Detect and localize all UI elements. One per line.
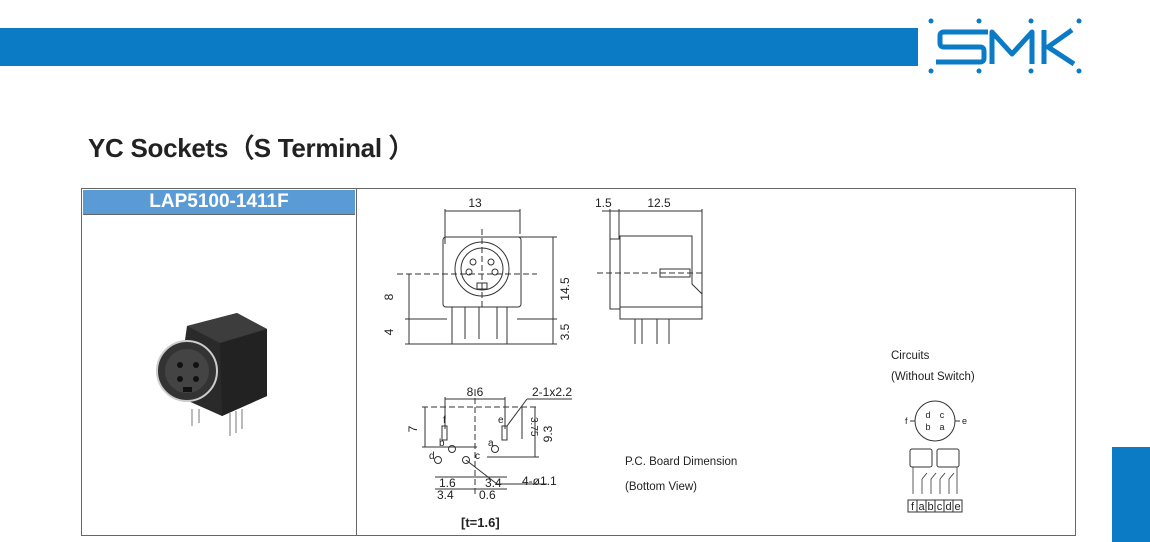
part-number: LAP5100-1411F: [83, 190, 355, 215]
svg-text:c: c: [937, 501, 943, 513]
svg-text:f: f: [911, 501, 915, 513]
svg-text:c: c: [475, 451, 480, 462]
section-tab[interactable]: [1112, 447, 1150, 542]
pcb-caption: P.C. Board Dimension: [625, 456, 737, 468]
pcb-caption-view: (Bottom View): [625, 481, 697, 493]
dim-height-left: 7: [406, 425, 420, 432]
dim-width: 13: [468, 196, 482, 210]
svg-text:f: f: [905, 416, 908, 426]
dim-d: 0.6: [479, 488, 496, 502]
dim-pitch: 8.6: [467, 385, 484, 399]
dim-center-height: 8: [382, 293, 396, 300]
svg-text:e: e: [498, 415, 504, 426]
svg-text:d: d: [945, 501, 951, 513]
product-photo: [156, 313, 267, 436]
dim-a: 1.6: [439, 476, 456, 490]
smk-logo: [928, 18, 1082, 74]
circuits-title: Circuits: [891, 350, 930, 362]
dim-slot-offset: 3.75: [528, 417, 539, 437]
svg-text:b: b: [925, 422, 930, 432]
dim-holes: 4-ø1.1: [522, 474, 557, 488]
svg-text:a: a: [939, 422, 944, 432]
svg-text:d: d: [925, 410, 930, 420]
header-bar: [0, 28, 918, 66]
page-title: YC Sockets（S Terminal ）: [88, 133, 415, 163]
board-thickness: [t=1.6]: [461, 515, 500, 530]
dim-height: 14.5: [558, 277, 572, 301]
svg-text:a: a: [488, 438, 494, 449]
svg-text:e: e: [962, 416, 967, 426]
front-view-drawing: [397, 209, 557, 345]
dim-pin-length: 4: [382, 328, 396, 335]
dim-slot: 2-1x2.2: [532, 385, 572, 399]
product-table: LAP5100-1411F: [81, 188, 1076, 536]
dim-c: 3.4: [485, 476, 502, 490]
svg-text:e: e: [954, 501, 960, 513]
side-view-drawing: [597, 209, 703, 344]
svg-text:a: a: [918, 501, 925, 513]
dim-flange: 1.5: [595, 196, 612, 210]
svg-text:d: d: [429, 451, 435, 462]
svg-text:b: b: [439, 438, 445, 449]
technical-drawings: 13 14.5 8 4 3.5 1.5 12.5 8.6 2-1x2.2 3.7…: [382, 196, 975, 530]
pcb-layout-drawing: [422, 389, 572, 494]
svg-text:b: b: [927, 501, 933, 513]
svg-text:c: c: [940, 410, 945, 420]
dim-b: 3.4: [437, 488, 454, 502]
svg-text:f: f: [443, 415, 446, 426]
dim-pin-extent: 3.5: [558, 323, 572, 340]
circuit-diagram: [907, 400, 963, 513]
circuits-subtitle: (Without Switch): [891, 371, 975, 383]
dim-height-right: 9.3: [541, 425, 555, 442]
dim-depth: 12.5: [647, 196, 671, 210]
product-column: LAP5100-1411F: [82, 189, 357, 535]
